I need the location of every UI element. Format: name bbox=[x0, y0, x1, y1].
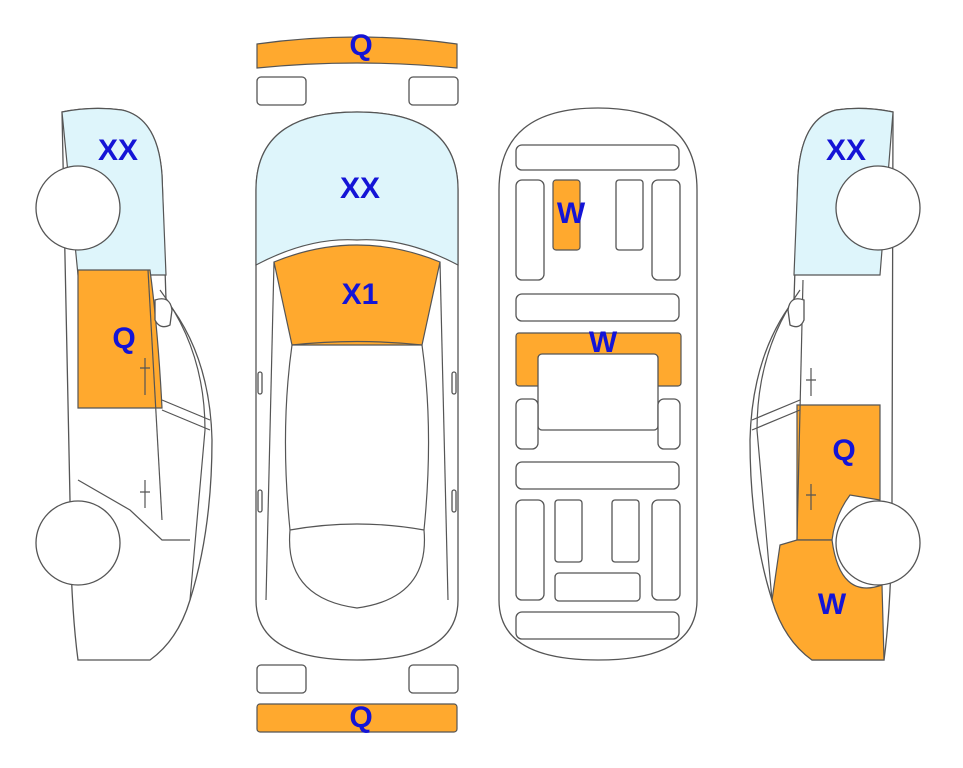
left-lower-line bbox=[77, 479, 190, 541]
interior-left-door-front bbox=[515, 179, 545, 281]
left-mirror bbox=[154, 298, 173, 328]
left-headlight[interactable] bbox=[256, 76, 307, 106]
interior-left-door-mid bbox=[515, 398, 539, 450]
interior-seat-damage[interactable] bbox=[552, 179, 581, 251]
left-door-damage[interactable] bbox=[77, 269, 163, 409]
interior-right-door-rear bbox=[651, 499, 681, 601]
label-left-glass: XX bbox=[98, 134, 138, 167]
right-fender-damage[interactable] bbox=[771, 539, 885, 661]
front-bumper[interactable] bbox=[256, 36, 458, 69]
top-right-handle-1 bbox=[451, 371, 457, 395]
interior-view: W W bbox=[498, 107, 698, 661]
left-side-view: XX Q bbox=[35, 107, 213, 661]
interior-trunk bbox=[515, 611, 680, 640]
interior-rear-seat-back bbox=[515, 461, 680, 490]
label-interior-seat: W bbox=[557, 197, 586, 230]
label-rear-bumper: Q bbox=[349, 701, 372, 734]
top-right-handle-2 bbox=[451, 489, 457, 513]
label-front-bumper: Q bbox=[349, 29, 372, 62]
interior-left-door-rear bbox=[515, 499, 545, 601]
interior-right-door-front bbox=[651, 179, 681, 281]
left-belt-line bbox=[161, 399, 211, 421]
label-right-door: Q bbox=[832, 434, 855, 467]
label-interior-dash: W bbox=[589, 326, 618, 359]
interior-armrest bbox=[537, 353, 659, 431]
right-belt-line bbox=[751, 399, 801, 421]
top-roof-front bbox=[291, 340, 423, 346]
left-handle-2 bbox=[140, 480, 150, 508]
right-handle-2 bbox=[806, 484, 816, 510]
left-taillight[interactable] bbox=[256, 664, 307, 694]
top-view: Q XX X1 Q bbox=[255, 29, 459, 734]
interior-front-seat-back bbox=[515, 293, 680, 322]
right-mirror bbox=[787, 298, 805, 328]
interior-right-door-mid bbox=[657, 398, 681, 450]
top-side-line-right bbox=[439, 261, 449, 601]
interior-dashboard bbox=[515, 144, 680, 171]
left-door-line bbox=[147, 269, 163, 521]
label-left-door: Q bbox=[112, 322, 135, 355]
top-left-handle-2 bbox=[257, 489, 263, 513]
right-handle-1 bbox=[806, 368, 816, 396]
top-roof-left bbox=[284, 344, 293, 531]
interior-rear-bench bbox=[554, 572, 641, 602]
right-front-wheel[interactable] bbox=[835, 165, 921, 251]
right-rear-wheel[interactable] bbox=[835, 500, 921, 586]
interior-rear-seat-right bbox=[611, 499, 640, 563]
top-roof-right bbox=[421, 344, 430, 531]
right-side-view: XX Q W bbox=[749, 107, 921, 661]
top-side-line-left bbox=[265, 261, 275, 601]
label-windshield: XX bbox=[340, 172, 380, 205]
left-front-wheel[interactable] bbox=[35, 165, 121, 251]
top-rear-window bbox=[288, 523, 426, 609]
left-handle-1 bbox=[140, 358, 150, 395]
left-belt-line-2 bbox=[161, 409, 211, 431]
label-right-fender: W bbox=[818, 588, 847, 621]
rear-bumper[interactable] bbox=[256, 703, 458, 733]
label-right-glass: XX bbox=[826, 134, 866, 167]
interior-rear-seat-left bbox=[554, 499, 583, 563]
right-belt-line-2 bbox=[751, 409, 801, 431]
top-windshield[interactable] bbox=[255, 111, 459, 266]
interior-center-console bbox=[615, 179, 644, 251]
right-taillight[interactable] bbox=[408, 664, 459, 694]
right-headlight[interactable] bbox=[408, 76, 459, 106]
left-rear-wheel[interactable] bbox=[35, 500, 121, 586]
top-left-handle-1 bbox=[257, 371, 263, 395]
label-hood: X1 bbox=[342, 278, 379, 311]
top-hood[interactable] bbox=[273, 244, 441, 346]
